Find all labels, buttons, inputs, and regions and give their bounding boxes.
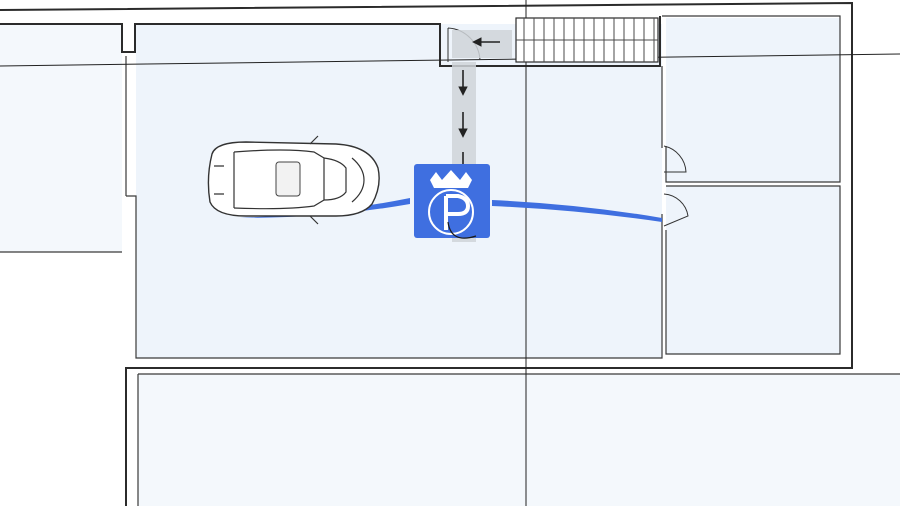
doors [447,27,689,227]
parking-crown-logo-icon [414,164,490,239]
right-door-swing-top [663,145,687,173]
right-room-top [666,18,840,182]
staircase [515,17,659,63]
room-fills [0,18,900,506]
right-door-swing-bottom [663,193,689,227]
lower-room [138,374,900,506]
car-icon [207,135,380,225]
walkway-top [452,30,512,58]
right-room-bottom [666,186,840,354]
left-room [0,24,122,252]
